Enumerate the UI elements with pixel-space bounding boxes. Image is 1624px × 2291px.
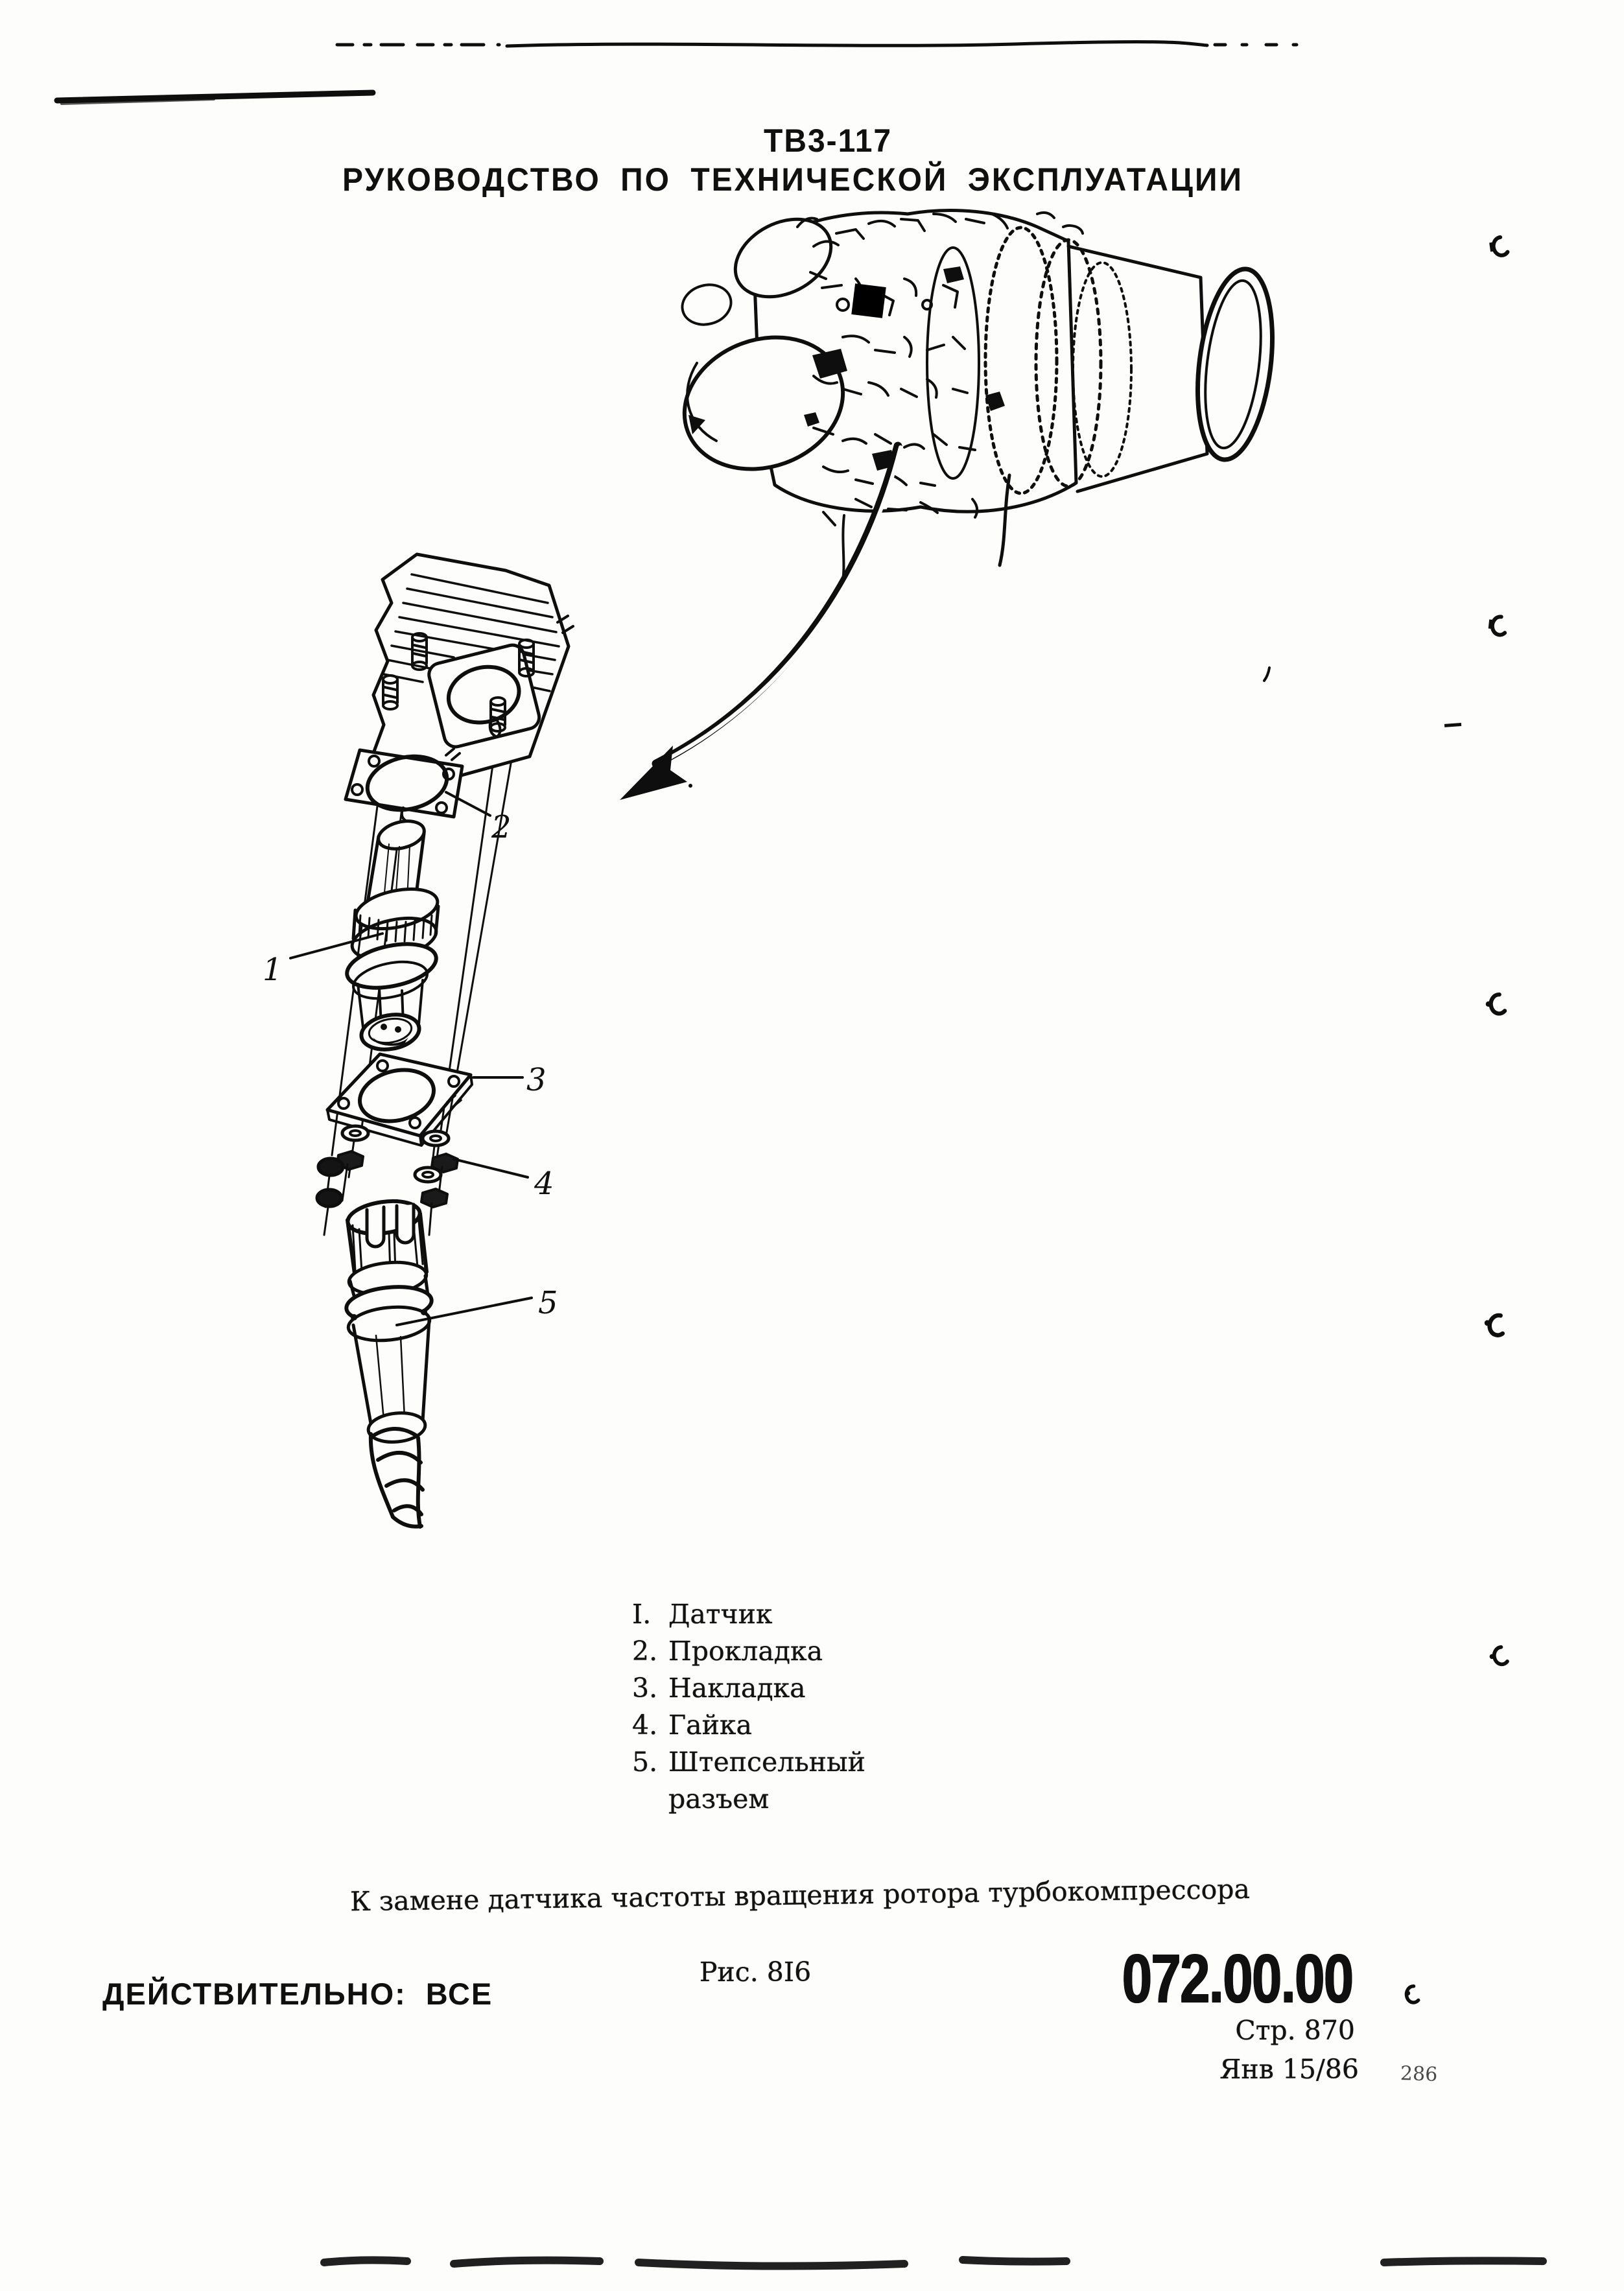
revision-date: Янв 15/86 xyxy=(1219,2054,1359,2085)
legend-item-3: 3. Накладка xyxy=(632,1670,865,1707)
fasteners-part-4 xyxy=(315,1124,459,1236)
engine-model-title: ТВ3-117 xyxy=(764,123,893,159)
leader-1 xyxy=(289,932,384,959)
manual-title: РУКОВОДСТВО ПО ТЕХНИЧЕСКОЙ ЭКСПЛУАТАЦИИ xyxy=(342,161,1243,198)
part-label-2: 2 xyxy=(491,809,512,845)
sensor-location-marker xyxy=(851,283,886,318)
margin-mark xyxy=(1485,992,1507,1016)
legend-label: Накладка xyxy=(668,1673,806,1704)
page-number: Стр. 870 xyxy=(1235,2015,1355,2046)
connector-shell-hatch xyxy=(351,1220,424,1275)
margin-marks xyxy=(688,235,1510,2004)
legend-num: 5. xyxy=(632,1746,658,1778)
margin-mark xyxy=(1488,615,1507,637)
callout-arrow xyxy=(620,441,902,800)
effectivity-value: ВСЕ xyxy=(425,1977,493,2011)
legend-num: 3. xyxy=(632,1673,658,1704)
margin-mark xyxy=(1404,1984,1420,2004)
engine-illustration xyxy=(681,209,1275,588)
engine-detail-strokes xyxy=(809,213,1009,526)
speck-mark xyxy=(1263,666,1271,682)
speck-mark xyxy=(688,784,692,788)
margin-mark xyxy=(1489,235,1510,257)
margin-mark xyxy=(1489,1645,1509,1667)
cover-plate-part-3 xyxy=(325,1052,473,1147)
leader-2 xyxy=(445,791,491,817)
part-label-4: 4 xyxy=(534,1166,554,1202)
legend-num: 2. xyxy=(632,1636,658,1667)
legend-item-5: 5. Штепсельный xyxy=(632,1744,865,1781)
gasket-part-2 xyxy=(344,747,464,822)
legend-item-5-continuation: разъем xyxy=(668,1783,770,1815)
engine-case-fragment xyxy=(368,552,574,781)
legend-item-1: I. Датчик xyxy=(632,1596,865,1633)
studs xyxy=(382,632,535,733)
part-label-1: 1 xyxy=(263,952,283,988)
cable-spiral-wrap xyxy=(368,1427,425,1529)
legend-label: Прокладка xyxy=(668,1636,823,1667)
leader-lines xyxy=(289,791,533,1326)
margin-mark xyxy=(1484,1313,1505,1337)
legend-item-2: 2. Прокладка xyxy=(632,1633,865,1670)
part-number-labels: 1 2 3 4 5 xyxy=(263,809,558,1321)
legend-label: Датчик xyxy=(668,1599,773,1630)
legend-num: 4. xyxy=(632,1709,658,1741)
sensor-part-1 xyxy=(345,819,440,1052)
chapter-code: 072.00.00 xyxy=(1122,1940,1353,2017)
speck-mark xyxy=(1444,723,1462,727)
part-label-5: 5 xyxy=(538,1285,558,1321)
legend-item-4: 4. Гайка xyxy=(632,1707,865,1744)
part-label-3: 3 xyxy=(526,1062,547,1098)
bottom-rule xyxy=(320,2256,1547,2270)
figure-number: Рис. 8I6 xyxy=(699,1956,812,1988)
parts-legend: I.Датчик 2.Прокладка 3.Накладка 4.Гайка … xyxy=(632,1596,865,1818)
legend-num: I. xyxy=(632,1599,652,1630)
effectivity-label: ДЕЙСТВИТЕЛЬНО: xyxy=(102,1977,406,2011)
leader-5 xyxy=(395,1297,533,1326)
legend-label: Штепсельный xyxy=(668,1746,865,1778)
top-rule xyxy=(54,40,1299,105)
legend-label: Гайка xyxy=(668,1709,752,1741)
print-mark: 286 xyxy=(1400,2062,1438,2086)
leader-4 xyxy=(453,1158,529,1179)
plug-connector-part-5 xyxy=(344,1199,434,1529)
effectivity-note: ДЕЙСТВИТЕЛЬНО: ВСЕ xyxy=(102,1976,493,2012)
